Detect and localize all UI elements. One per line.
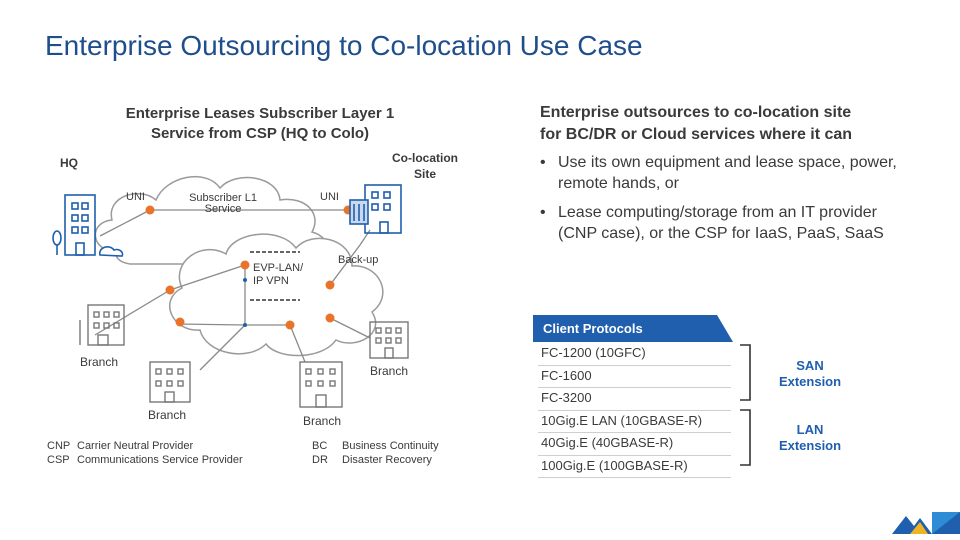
bullet-item: • Use its own equipment and lease space, … [540,152,910,194]
trunk-left-line [177,323,246,326]
vpn-node-backup [325,280,335,290]
legend-text: Communications Service Provider [77,454,243,466]
backup-link [329,244,361,286]
branch-bottom-left-label: Branch [148,408,187,422]
protocol-item: 40Gig.E (40GBASE-R) [538,433,731,456]
vpn-node-top [240,260,250,270]
subscriber-label: Subscriber L1 Service [178,193,268,215]
trunk-dot-1 [243,278,247,282]
hq-to-uni-line [99,209,151,237]
vpn-node-bottom-left [175,317,185,327]
evp-label-line1: EVP-LAN/ [253,262,304,274]
right-heading: Enterprise outsources to co-location sit… [540,102,920,146]
legend-text: Business Continuity [342,440,439,452]
evp-label: EVP-LAN/ IP VPN [253,262,303,288]
colo-building-icon [349,184,402,234]
legend-left: CNP Carrier Neutral Provider CSP Communica… [47,439,243,467]
branch-left-building-icon [79,304,125,346]
branch-left-label: Branch [80,355,119,369]
network-diagram [52,175,409,408]
colo-label-line1: Co-location [392,151,458,165]
san-line2: Extension [778,374,842,389]
san-line1: SAN [796,358,824,373]
bullet-dot-icon: • [540,154,546,171]
protocol-item: FC-1600 [538,366,731,388]
branch-bottom-mid-label: Branch [303,414,342,428]
subscriber-label-line2: Service [204,203,242,215]
vpn-node-bottom [285,320,295,330]
protocol-item: FC-3200 [538,388,731,411]
client-protocols-header: Client Protocols [533,315,733,342]
legend-item-bc: BC Business Continuity [312,439,439,453]
uni-node-left [145,205,155,215]
protocol-item: 100Gig.E (100GBASE-R) [538,456,731,478]
trunk-dot-2 [243,323,247,327]
branch-right-link [329,317,371,339]
left-heading: Enterprise Leases Subscriber Layer 1 Ser… [60,104,460,144]
branch-bl-link [199,324,246,371]
branch-left-link2 [169,264,246,291]
vpn-node-left [165,285,175,295]
legend-abbr: DR [312,454,328,466]
subscriber-label-line1: Subscriber L1 [189,192,257,204]
lan-line2: Extension [778,438,842,453]
legend-text: Carrier Neutral Provider [77,440,194,452]
vpn-node-right [325,313,335,323]
bullet-item: • Lease computing/storage from an IT prov… [540,202,910,244]
bullet-dot-icon: • [540,204,546,221]
left-heading-line2: Service from CSP (HQ to Colo) [150,125,370,142]
protocol-item: FC-1200 (10GFC) [538,343,731,366]
uni-right-label: UNI [320,191,339,203]
branch-mid-link [289,324,306,363]
extension-brackets [740,344,751,466]
branch-right-label: Branch [370,364,409,378]
legend-item-dr: DR Disaster Recovery [312,453,439,467]
branch-bottom-mid-building-icon [299,361,343,408]
uni-left-label: UNI [126,191,145,203]
colo-label: Co-location Site [380,150,470,182]
branch-right-building-icon [369,321,409,359]
legend-abbr: CNP [47,440,71,452]
legend-right: BC Business Continuity DR Disaster Recover… [312,439,439,467]
right-heading-line1: Enterprise outsources to co-location sit… [540,104,852,121]
protocol-list: FC-1200 (10GFC) FC-1600 FC-3200 10Gig.E … [538,343,731,478]
hq-label: HQ [60,156,78,170]
protocol-item: 10Gig.E LAN (10GBASE-R) [538,411,731,433]
bullet-text: Lease computing/storage from an IT provi… [558,204,884,242]
hq-building-icon [52,194,124,257]
evp-label-line2: IP VPN [253,275,289,287]
network-nodes [145,205,353,330]
brand-logo-icon [892,512,960,534]
lan-line1: LAN [796,422,824,437]
right-heading-line2: for BC/DR or Cloud services where it can [540,126,853,143]
bullet-text: Use its own equipment and lease space, p… [558,154,897,192]
san-extension-label: SAN Extension [760,358,860,390]
legend-item-cnp: CNP Carrier Neutral Provider [47,439,243,453]
left-heading-line1: Enterprise Leases Subscriber Layer 1 [125,105,395,122]
branch-bottom-left-building-icon [149,361,191,403]
bullet-list: • Use its own equipment and lease space, … [540,152,910,252]
colo-label-line2: Site [413,167,436,181]
legend-abbr: BC [312,440,328,452]
legend-text: Disaster Recovery [342,454,432,466]
lan-bracket [740,409,751,466]
lan-extension-label: LAN Extension [760,422,860,454]
legend-item-csp: CSP Communications Service Provider [47,453,243,467]
backup-label: Back-up [338,254,379,266]
san-bracket [740,344,751,401]
page-title: Enterprise Outsourcing to Co-location Us… [45,30,643,61]
evp-dashed-lines [250,251,300,301]
legend-abbr: CSP [47,454,70,466]
